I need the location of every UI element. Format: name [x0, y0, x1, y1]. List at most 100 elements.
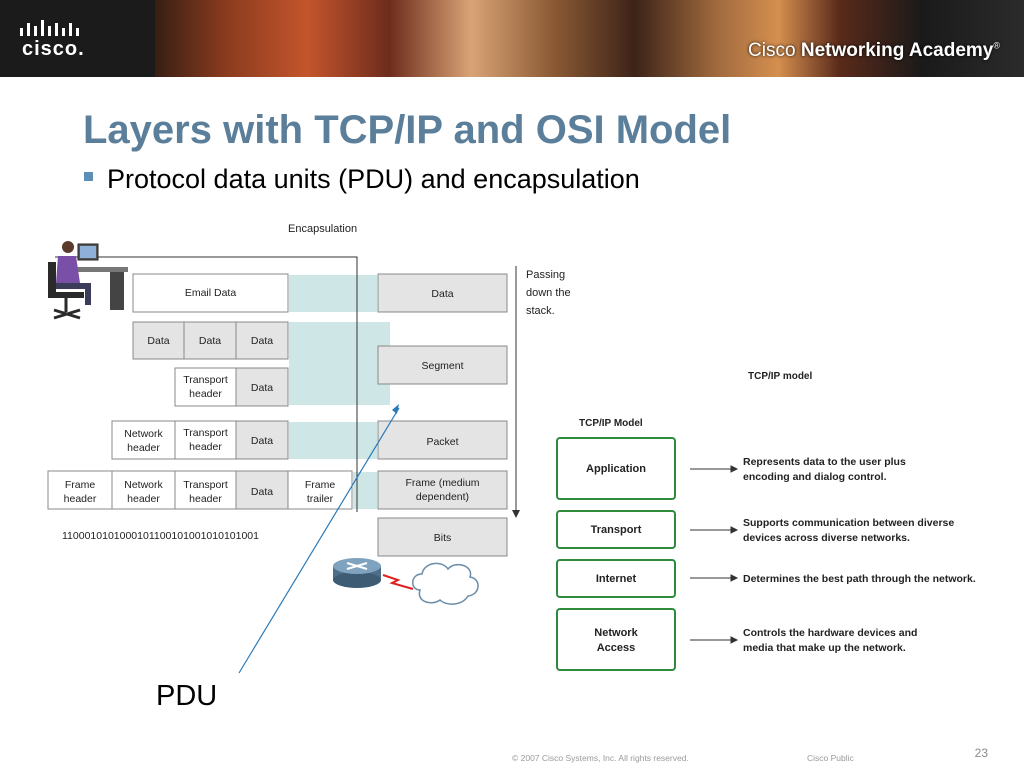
layer-transport-desc-2: devices across diverse networks.	[743, 532, 910, 544]
tcpip-model-heading: TCP/IP Model	[579, 418, 643, 429]
pdu-label: PDU	[156, 680, 218, 712]
pdu-frame-box	[377, 470, 508, 510]
layer-network-access-desc-2: media that make up the network.	[743, 642, 906, 654]
segment-data-box	[235, 367, 289, 407]
band-data	[289, 275, 377, 312]
email-data-label: Email Data	[184, 287, 237, 299]
slide-title: Layers with TCP/IP and OSI Model	[83, 108, 732, 152]
frame-trailer-line-2: trailer	[306, 493, 334, 505]
transport-header-line-1: Transport	[183, 479, 228, 491]
layer-network-access-desc-1: Controls the hardware devices and	[743, 627, 918, 639]
tcpip-model-caption: TCP/IP model	[748, 371, 813, 382]
layer-application-desc-2: encoding and dialog control.	[743, 471, 887, 483]
passing-arrow-head	[512, 510, 520, 518]
data-label-3: Data	[250, 335, 274, 347]
networking-academy-brand: Cisco Networking Academy®	[748, 40, 1000, 62]
network-header-line-2: header	[127, 493, 160, 505]
pdu-segment-box	[377, 345, 508, 385]
academy-mark: ®	[993, 40, 1000, 51]
cisco-logo-text: cisco.	[22, 38, 85, 60]
layer-transport-label: Transport	[590, 524, 642, 536]
layer-transport-desc: Supports communication between diverse de…	[743, 516, 954, 546]
layer-application-desc: Represents data to the user plus encoding…	[743, 455, 906, 485]
layer-application-desc-1: Represents data to the user plus	[743, 456, 906, 468]
layer-internet-box	[556, 559, 676, 598]
network-header-box-2	[111, 470, 176, 510]
transport-header-box-3	[174, 470, 237, 510]
footer-classification: Cisco Public	[807, 753, 854, 763]
transport-header-line-1: Transport	[183, 374, 228, 386]
pdu-segment-label: Segment	[421, 360, 464, 372]
layer-internet-desc: Determines the best path through the net…	[743, 573, 976, 585]
passing-down-label: Passing down the stack.	[526, 266, 571, 320]
pdu-data-label: Data	[431, 288, 454, 300]
network-header-box-1	[111, 420, 176, 460]
router-icon	[333, 558, 381, 588]
cisco-logo: cisco.	[0, 0, 155, 77]
frame-trailer-label: Frame trailer	[288, 478, 352, 506]
passing-label-line-2: down the	[526, 287, 571, 299]
transport-header-line-2: header	[189, 441, 222, 453]
passing-label-line-1: Passing	[526, 269, 566, 281]
layer-network-access-box	[556, 608, 676, 671]
frame-data-box	[235, 470, 289, 510]
layer-network-access-line-1: Network	[594, 627, 638, 639]
academy-text-name: Networking Academy	[800, 40, 994, 61]
layer-arrows	[690, 465, 739, 644]
pdu-data-box	[377, 273, 508, 313]
data-box-2	[183, 321, 237, 360]
layer-application-box	[556, 437, 676, 500]
person-computer-icon	[48, 241, 128, 320]
transport-header-box-1	[174, 367, 237, 407]
bullet-item: Protocol data units (PDU) and encapsulat…	[84, 164, 640, 195]
network-header-label-1: Network header	[112, 427, 175, 455]
layer-transport-desc-1: Supports communication between diverse	[743, 517, 955, 529]
data-label-1: Data	[147, 335, 170, 347]
network-header-line-1: Network	[124, 428, 163, 440]
layer-network-access-line-2: Access	[596, 642, 636, 654]
layer-application-label: Application	[586, 463, 646, 475]
page-number: 23	[974, 746, 988, 760]
pdu-frame-line-2: dependent)	[415, 491, 470, 503]
frame-header-line-2: header	[63, 493, 97, 505]
passing-label-line-3: stack.	[526, 305, 555, 317]
network-header-line-1: Network	[124, 479, 163, 491]
transport-header-line-2: header	[189, 493, 222, 505]
transport-header-line-1: Transport	[183, 427, 228, 439]
band-segment	[289, 322, 390, 405]
transport-header-label-2: Transport header	[175, 426, 236, 454]
pdu-packet-box	[377, 420, 508, 460]
network-header-label-2: Network header	[112, 478, 175, 506]
pdu-bits-box	[377, 517, 508, 557]
bullet-text: Protocol data units (PDU) and encapsulat…	[107, 164, 640, 194]
cisco-bars-icon	[20, 20, 79, 36]
data-label-2: Data	[198, 335, 222, 347]
encapsulation-bracket	[55, 256, 358, 512]
serial-link-icon	[382, 574, 414, 590]
frame-trailer-line-1: Frame	[304, 479, 336, 491]
footer-copyright: © 2007 Cisco Systems, Inc. All rights re…	[512, 753, 689, 763]
frame-header-box	[47, 470, 113, 510]
data-box-3	[235, 321, 289, 360]
packet-data-label: Data	[250, 435, 274, 447]
academy-text-cisco: Cisco	[748, 40, 801, 61]
encapsulation-label: Encapsulation	[288, 223, 358, 235]
frame-data-label: Data	[250, 486, 274, 498]
transport-header-label-3: Transport header	[175, 478, 236, 506]
pdu-pointer-line	[238, 407, 400, 674]
band-packet	[289, 422, 377, 459]
bits-string: 1100010101000101100101001010101001	[62, 530, 259, 542]
data-box-1	[132, 321, 185, 360]
pdu-pointer-head	[392, 404, 399, 414]
packet-data-box	[235, 420, 289, 460]
layer-internet-label: Internet	[595, 573, 637, 585]
network-header-line-2: header	[127, 442, 160, 454]
layer-network-access-desc: Controls the hardware devices and media t…	[743, 626, 917, 656]
pdu-bits-label: Bits	[433, 532, 452, 544]
bullet-square-icon	[84, 172, 93, 182]
